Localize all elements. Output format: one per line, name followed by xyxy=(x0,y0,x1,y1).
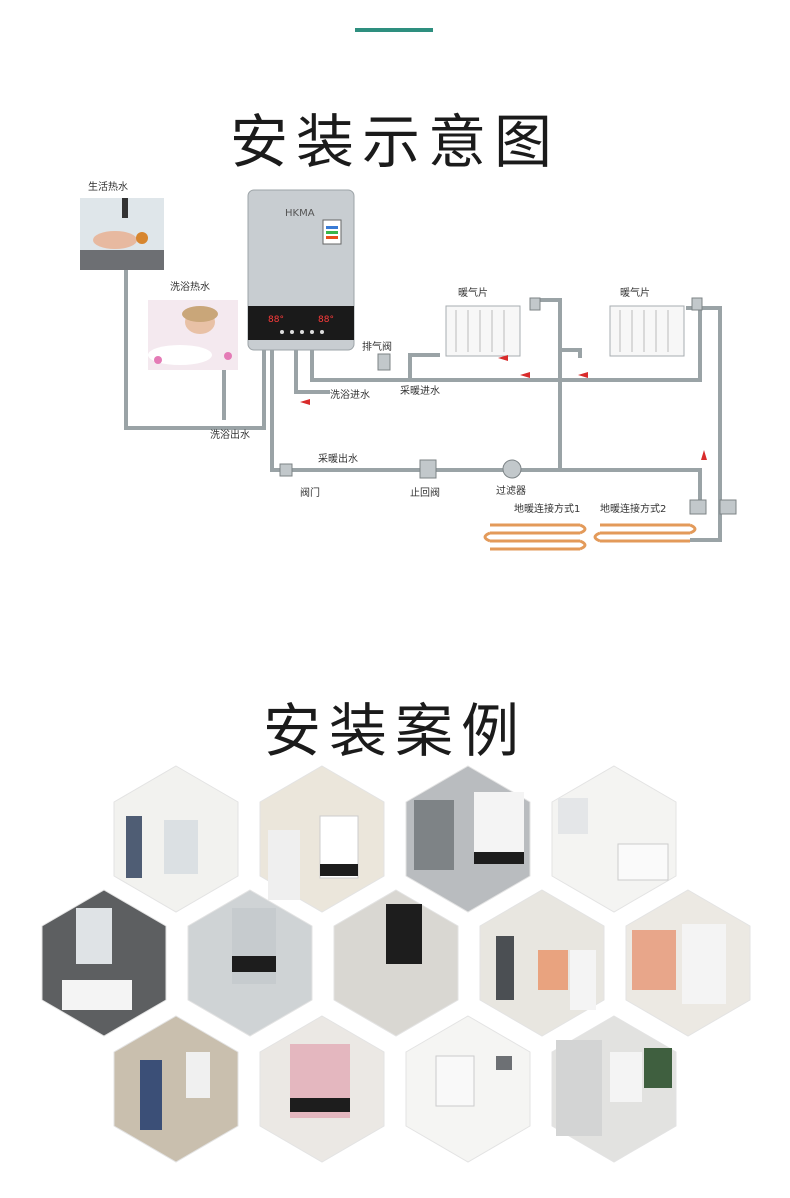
case-photo-3 xyxy=(405,765,531,913)
case-photo-5 xyxy=(41,889,167,1037)
heating-water-in-label: 采暖进水 xyxy=(400,384,440,397)
installation-diagram-title: 安装示意图 xyxy=(229,107,560,176)
filter-label: 过滤器 xyxy=(496,484,526,497)
bath-water-out-label: 洗浴出水 xyxy=(210,428,250,441)
title-accent-bar xyxy=(355,28,433,32)
radiator-left-label: 暖气片 xyxy=(458,286,488,299)
floor-heating-loop-1 xyxy=(483,523,587,551)
heater-display-right: 88° xyxy=(318,315,334,325)
domestic-hot-water-label: 生活热水 xyxy=(88,180,128,193)
floor-heating-2-label: 地暖连接方式2 xyxy=(600,502,666,515)
case-photo-13 xyxy=(551,1015,677,1163)
domestic-hot-water-photo xyxy=(80,198,164,270)
case-photo-9 xyxy=(625,889,751,1037)
flow-arrows xyxy=(300,355,707,460)
installation-diagram: 生活热水 洗浴热水 HKMA 88° 88° xyxy=(80,180,737,551)
bath-hot-water-label: 洗浴热水 xyxy=(170,280,210,293)
case-photo-12 xyxy=(405,1015,531,1163)
case-photo-1 xyxy=(113,765,239,913)
case-photo-11 xyxy=(259,1015,385,1163)
bath-water-in-label: 洗浴进水 xyxy=(330,389,370,401)
heating-water-out-label: 采暖出水 xyxy=(318,452,358,465)
radiator-right xyxy=(609,305,685,357)
radiator-left xyxy=(445,305,521,357)
valve-symbols xyxy=(279,297,737,515)
case-photo-2 xyxy=(259,765,385,913)
case-photo-8 xyxy=(479,889,605,1037)
installation-cases-title: 安装案例 xyxy=(262,696,527,765)
air-valve-label: 排气阀 xyxy=(362,340,392,353)
heater-brand-text: HKMA xyxy=(285,208,315,219)
water-heater-unit: HKMA 88° 88° xyxy=(247,189,355,351)
radiator-right-label: 暖气片 xyxy=(620,286,650,299)
installation-case-gallery xyxy=(41,765,751,1163)
floor-heating-loop-2 xyxy=(593,523,697,543)
floor-heating-1-label: 地暖连接方式1 xyxy=(514,502,580,515)
case-photo-7 xyxy=(333,889,459,1037)
case-photo-10 xyxy=(113,1015,239,1163)
bath-hot-water-photo xyxy=(148,300,238,370)
case-photo-4 xyxy=(551,765,677,913)
gate-valve-label: 阀门 xyxy=(300,486,320,499)
case-photo-6 xyxy=(187,889,313,1037)
heater-display-left: 88° xyxy=(268,315,284,325)
check-valve-label: 止回阀 xyxy=(410,486,440,499)
